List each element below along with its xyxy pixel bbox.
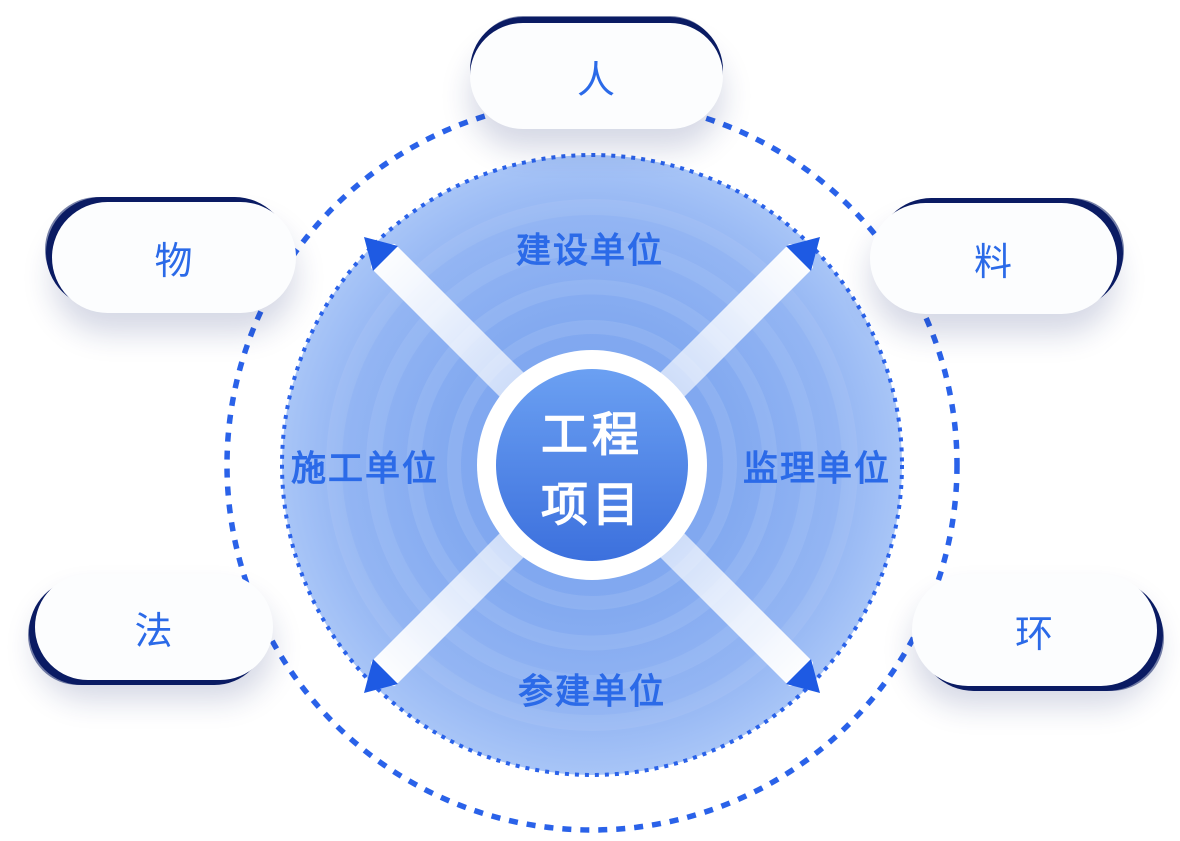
ring-label-top: 建设单位	[515, 231, 665, 271]
arrowhead-bottom-right-icon	[786, 659, 820, 693]
pill-method: 法	[35, 574, 273, 680]
pill-things: 物	[52, 202, 296, 313]
arrowhead-top-left-icon	[364, 237, 398, 271]
pill-environment-label: 环	[1014, 613, 1054, 656]
pill-method-label: 法	[134, 610, 174, 653]
ring-label-right: 监理单位	[742, 449, 892, 489]
pill-people: 人	[470, 23, 723, 129]
ripple-rings	[326, 199, 858, 731]
ring-label-left: 施工单位	[290, 449, 440, 489]
pill-material-label: 料	[973, 242, 1013, 284]
arrowhead-top-right-icon	[786, 237, 820, 271]
arrowhead-bottom-left-icon	[364, 659, 398, 693]
ring-label-bottom: 参建单位	[517, 672, 667, 712]
pill-material: 料	[870, 203, 1117, 314]
pill-things-label: 物	[154, 241, 194, 283]
pill-environment: 环	[912, 574, 1157, 686]
inner-dotted-ring	[280, 153, 904, 777]
pill-people-label: 人	[576, 59, 616, 102]
center-title-line1: 工程	[541, 408, 643, 461]
center-circle	[496, 369, 688, 561]
center-title-line2: 项目	[541, 478, 643, 531]
